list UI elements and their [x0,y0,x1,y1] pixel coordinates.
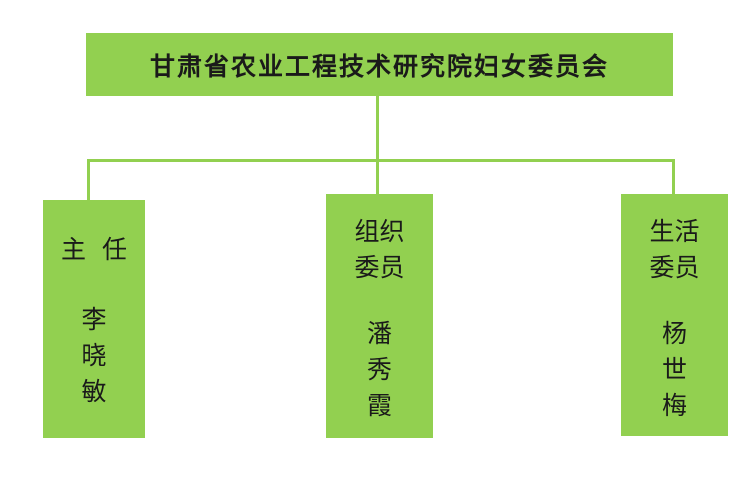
org-title: 甘肃省农业工程技术研究院妇女委员会 [149,51,609,81]
connector-trunk [376,96,379,194]
connector-right-drop [672,159,675,194]
member-box-director: 主 任 李 晓 敏 [43,200,145,438]
member-name: 杨 世 梅 [621,316,728,424]
member-name-char: 晓 [81,341,107,370]
member-name-char: 李 [81,305,107,334]
connector-left-drop [87,159,90,200]
org-title-box: 甘肃省农业工程技术研究院妇女委员会 [86,33,673,96]
member-name-char: 杨 [661,319,687,348]
member-name-char: 梅 [661,391,687,420]
member-role-line: 主 任 [61,235,127,264]
member-name-char: 敏 [81,377,107,406]
member-name-char: 潘 [366,319,392,348]
member-name-char: 秀 [366,355,392,384]
member-name: 潘 秀 霞 [326,316,433,424]
member-role-line: 组织 [354,217,405,246]
member-role-line: 生活 [649,217,700,246]
member-role-line: 委员 [354,253,405,282]
member-name: 李 晓 敏 [43,302,145,410]
member-box-organization: 组织 委员 潘 秀 霞 [326,194,433,438]
member-role-line: 委员 [649,253,700,282]
member-name-char: 霞 [366,391,392,420]
connector-bar [87,159,675,162]
member-name-char: 世 [661,355,687,384]
member-box-welfare: 生活 委员 杨 世 梅 [621,194,728,436]
